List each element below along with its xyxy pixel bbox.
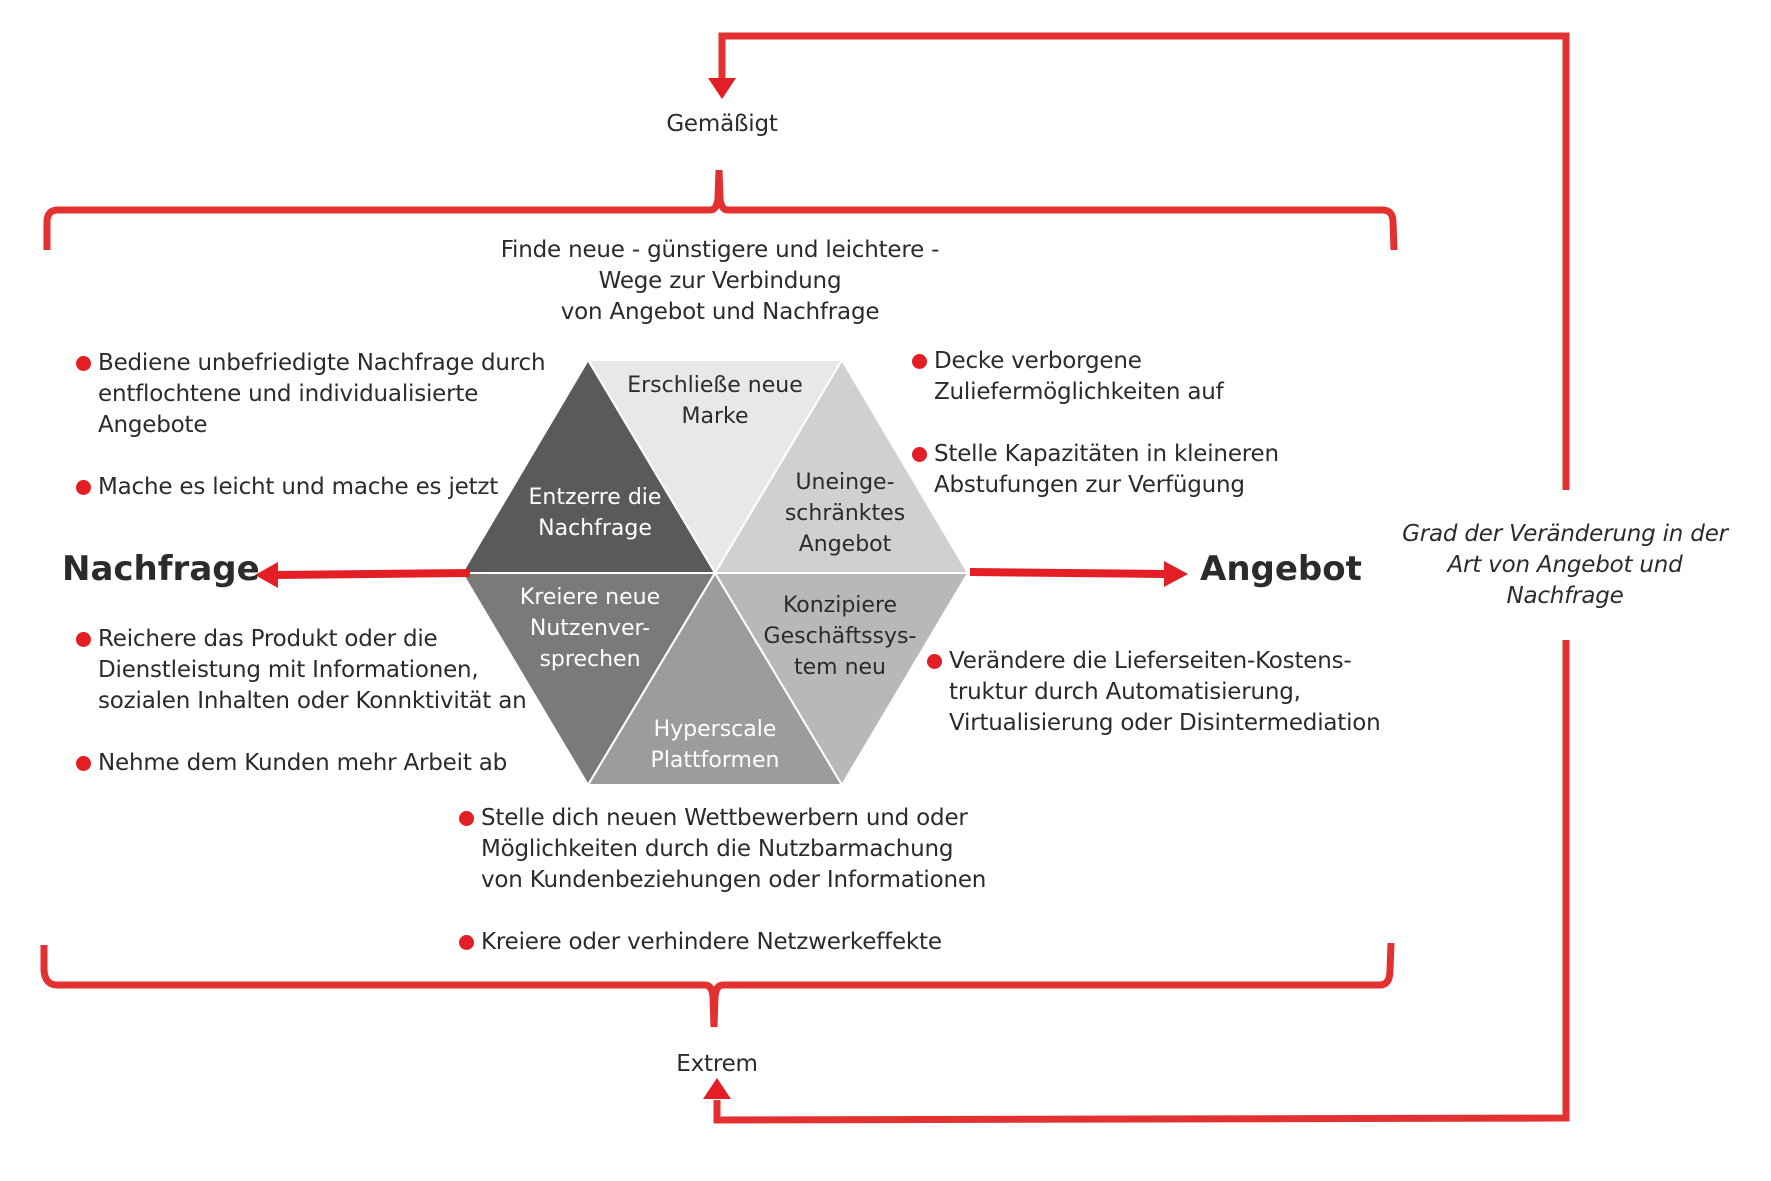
scale-top-label: Gemäßigt [666,111,778,137]
hex-label-line: Marke [681,404,749,429]
statement-line: Finde neue - günstigere und leichtere - [500,237,940,263]
arrow-down-gemaessigt-icon [708,78,736,99]
bullet-dot-icon [76,632,91,647]
hex-label-line: Geschäftssys- [763,624,917,649]
bullet-item: Verändere die Lieferseiten-Kostens- truk… [921,646,1401,739]
bullet-line: Stelle dich neuen Wettbewerbern und oder [481,805,968,831]
caption-line: Nachfrage [1506,583,1624,609]
bottom-brace [40,942,1395,1028]
bullet-line: entflochtene und individualisierte [98,381,479,407]
bullet-line: Virtualisierung oder Disintermediation [949,710,1381,736]
bullet-line: Zuliefermöglichkeiten auf [934,379,1224,405]
hex-label-line: Hyperscale [653,717,777,742]
bullet-line: sozialen Inhalten oder Konnktivität an [98,688,527,714]
hex-label-line: Uneinge- [795,470,895,495]
bullet-dot-icon [912,447,927,462]
hex-label-line: Nutzenver- [529,616,651,641]
scale-bottom-label: Extrem [676,1051,758,1077]
hex-label-top: Erschließe neue Marke [615,370,815,432]
bullet-dot-icon [459,935,474,950]
bullet-line: von Kundenbeziehungen oder Informationen [481,867,987,893]
hex-label-line: sprechen [539,647,641,672]
hex-label-upper-left: Entzerre die Nachfrage [500,482,690,544]
bullet-dot-icon [927,654,942,669]
bullets-lower-right: Verändere die Lieferseiten-Kostens- truk… [921,646,1401,770]
bullet-item: Bediene unbefriedigte Nachfrage durch en… [70,348,570,441]
bullet-line: Reichere das Produkt oder die [98,626,438,652]
bullet-item: Kreiere oder verhindere Netzwerkeffekte [453,927,1013,958]
arrow-up-extrem-icon [703,1078,731,1099]
axis-label-angebot: Angebot [1200,549,1362,589]
bullet-dot-icon [912,354,927,369]
bullets-lower-left: Reichere das Produkt oder die Dienstleis… [70,624,570,810]
bullet-item: Reichere das Produkt oder die Dienstleis… [70,624,570,717]
hex-label-lower-right: Konzipiere Geschäftssys- tem neu [740,590,940,683]
hex-label-line: Erschließe neue [627,373,803,398]
bullet-line: Möglichkeiten durch die Nutzbarmachung [481,836,954,862]
bullet-line: Dienstleistung mit Informationen, [98,657,479,683]
top-brace [43,169,1398,251]
hex-label-line: Konzipiere [782,593,898,618]
bullets-upper-right: Decke verborgene Zuliefermöglichkeiten a… [906,346,1326,532]
scale-side-caption: Grad der Veränderung in der Art von Ange… [1400,519,1730,612]
bullet-item: Stelle Kapazitäten in kleineren Abstufun… [906,439,1326,501]
bullet-item: Decke verborgene Zuliefermöglichkeiten a… [906,346,1326,408]
hex-label-line: Kreiere neue [519,585,661,610]
hex-label-line: Nachfrage [538,516,652,541]
bullet-line: Decke verborgene [934,348,1142,374]
bullet-line: Nehme dem Kunden mehr Arbeit ab [98,750,508,776]
hex-label-line: Plattformen [650,748,780,773]
bullet-line: Bediene unbefriedigte Nachfrage durch [98,350,546,376]
bullet-item: Stelle dich neuen Wettbewerbern und oder… [453,803,1013,896]
bullet-dot-icon [76,480,91,495]
caption-line: Grad der Veränderung in der [1402,521,1728,547]
axis-label-nachfrage: Nachfrage [62,549,260,589]
bullet-dot-icon [459,811,474,826]
bullet-line: Angebote [98,412,208,438]
top-statement: Finde neue - günstigere und leichtere - … [470,235,970,328]
bullet-line: truktur durch Automatisierung, [949,679,1301,705]
bullet-dot-icon [76,356,91,371]
bullet-dot-icon [76,756,91,771]
bullet-item: Mache es leicht und mache es jetzt [70,472,570,503]
bullet-line: Verändere die Lieferseiten-Kostens- [949,648,1352,674]
hex-label-line: tem neu [793,655,886,680]
bullet-line: Abstufungen zur Verfügung [934,472,1245,498]
bullets-bottom: Stelle dich neuen Wettbewerbern und oder… [453,803,1013,989]
bullet-line: Kreiere oder verhindere Netzwerkeffekte [481,929,942,955]
hex-label-bottom: Hyperscale Plattformen [620,714,810,776]
hex-label-line: Entzerre die [528,485,662,510]
caption-line: Art von Angebot und [1447,552,1683,578]
bullet-line: Stelle Kapazitäten in kleineren [934,441,1279,467]
feedback-loop-top [718,32,1570,490]
statement-line: von Angebot und Nachfrage [560,299,880,325]
arrow-left-nachfrage [255,562,471,588]
statement-line: Wege zur Verbindung [598,268,842,294]
feedback-loop-bottom [713,640,1570,1124]
bullet-item: Nehme dem Kunden mehr Arbeit ab [70,748,570,779]
bullets-upper-left: Bediene unbefriedigte Nachfrage durch en… [70,348,570,534]
bullet-line: Mache es leicht und mache es jetzt [98,474,499,500]
arrow-right-angebot [969,561,1188,587]
hex-label-line: schränktes [784,501,906,526]
hex-label-line: Angebot [798,532,892,557]
hex-label-upper-right: Uneinge- schränktes Angebot [750,467,940,560]
hex-label-lower-left: Kreiere neue Nutzenver- sprechen [495,582,685,675]
hex-segment-lower-right [713,572,970,787]
